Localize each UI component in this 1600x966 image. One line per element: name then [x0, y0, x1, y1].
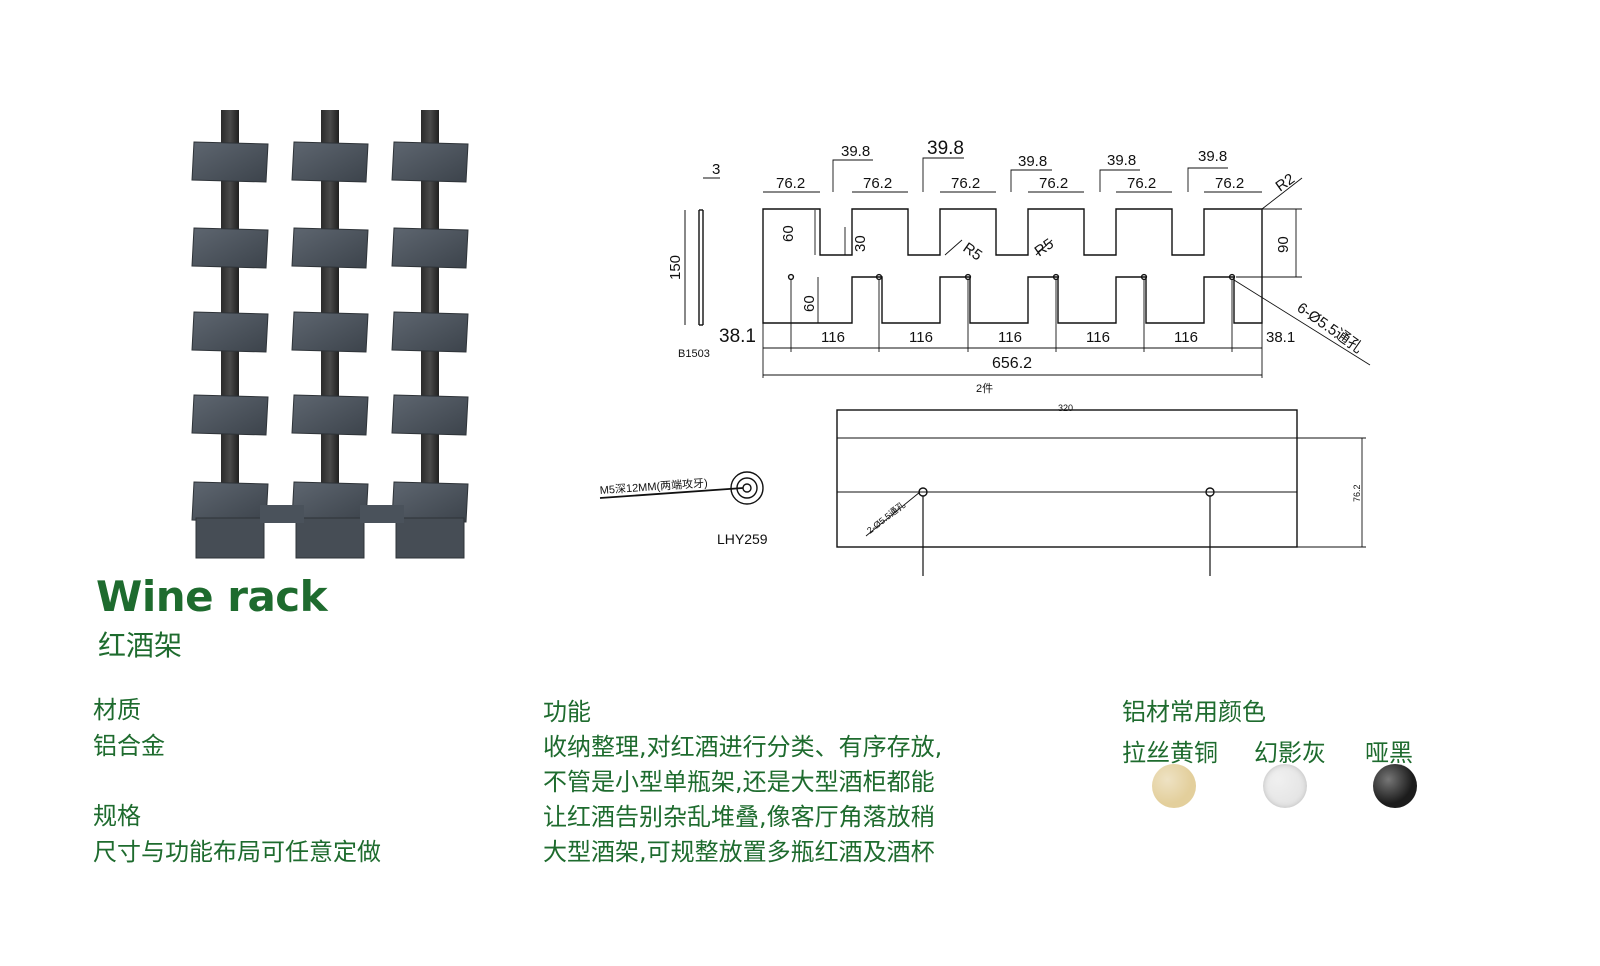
color-name: 拉丝黄铜: [1122, 739, 1218, 767]
size-label: 规格: [93, 802, 141, 830]
material-value: 铝合金: [93, 732, 165, 760]
dim-39: 39.8: [1107, 152, 1136, 169]
colors-label: 铝材常用颜色: [1122, 698, 1266, 726]
dim-90: 90: [1275, 236, 1292, 253]
dim-39: 39.8: [1018, 153, 1047, 170]
rack-base-plate: [395, 517, 465, 559]
dim-762: 76.2: [1352, 484, 1362, 502]
wine-rack-photo: [191, 110, 469, 559]
part-code: B1503: [678, 348, 710, 360]
holes2-note: 2-Ø5.5通孔: [865, 500, 907, 536]
dim-30: 30: [852, 235, 869, 252]
function-line: 收纳整理,对红酒进行分类、有序存放,: [543, 733, 943, 761]
rack-shelf-plate: [291, 227, 369, 269]
dim-total: 656.2: [992, 355, 1032, 372]
material-label: 材质: [93, 696, 141, 724]
dim-116: 116: [998, 329, 1022, 346]
dim-r5: R5: [960, 239, 985, 264]
size-value: 尺寸与功能布局可任意定做: [93, 838, 381, 866]
part-code2: LHY259: [717, 531, 768, 547]
dim-150: 150: [667, 255, 684, 280]
dim-thickness: 3: [712, 161, 720, 178]
product-title-en: Wine rack: [96, 572, 328, 621]
color-name: 幻影灰: [1254, 739, 1326, 767]
rack-shelf-plate: [191, 394, 269, 436]
dim-116: 116: [821, 329, 845, 346]
rack-base-plate: [295, 517, 365, 559]
rack-shelf-plate: [191, 227, 269, 269]
rack-base-plate: [195, 517, 265, 559]
rack-connector: [360, 505, 404, 523]
technical-drawing: 3 76.2 76.2 76.2 76.2 76.2 76.2 39.8 39.…: [599, 138, 1371, 576]
dim-76: 76.2: [776, 175, 805, 192]
dim-r5: R5: [1032, 235, 1057, 260]
rack-shelf-plate: [391, 141, 469, 183]
dim-320: 320: [1058, 403, 1073, 413]
dim-38-left: 38.1: [719, 326, 756, 347]
rack-shelf-plate: [191, 481, 269, 523]
dim-116: 116: [1086, 329, 1110, 346]
rack-shelf-plate: [291, 311, 369, 353]
rack-shelf-plate: [391, 311, 469, 353]
dim-r2: R2: [1273, 170, 1298, 195]
brass-swatch: [1152, 764, 1196, 808]
dim-38-right: 38.1: [1266, 329, 1295, 346]
function-line: 不管是小型单瓶架,还是大型酒柜都能: [543, 768, 935, 796]
dim-60b: 60: [801, 295, 818, 312]
rack-shelf-plate: [191, 311, 269, 353]
dim-39: 39.8: [927, 138, 964, 159]
dim-76: 76.2: [951, 175, 980, 192]
function-label: 功能: [543, 698, 591, 726]
rack-shelf-plate: [391, 394, 469, 436]
black-swatch: [1373, 764, 1417, 808]
dim-76: 76.2: [1039, 175, 1068, 192]
rack-shelf-plate: [291, 141, 369, 183]
gray-swatch: [1263, 764, 1307, 808]
color-name: 哑黑: [1365, 739, 1413, 767]
rack-shelf-plate: [291, 394, 369, 436]
dim-116: 116: [909, 329, 933, 346]
dim-39: 39.8: [841, 143, 870, 160]
dim-60a: 60: [780, 225, 797, 242]
rack-shelf-plate: [191, 141, 269, 183]
holes-note: 6-Ø5.5通孔: [1294, 299, 1366, 356]
dim-76: 76.2: [1215, 175, 1244, 192]
rack-connector: [260, 505, 304, 523]
product-title-cn: 红酒架: [98, 629, 183, 662]
dim-116: 116: [1174, 329, 1198, 346]
rack-shelf-plate: [391, 227, 469, 269]
function-line: 让红酒告别杂乱堆叠,像客厅角落放稍: [543, 803, 935, 831]
dim-76: 76.2: [1127, 175, 1156, 192]
dim-76: 76.2: [863, 175, 892, 192]
function-line: 大型酒架,可规整放置多瓶红酒及酒杯: [543, 838, 935, 866]
quantity-note: 2件: [976, 382, 993, 395]
dim-39: 39.8: [1198, 148, 1227, 165]
